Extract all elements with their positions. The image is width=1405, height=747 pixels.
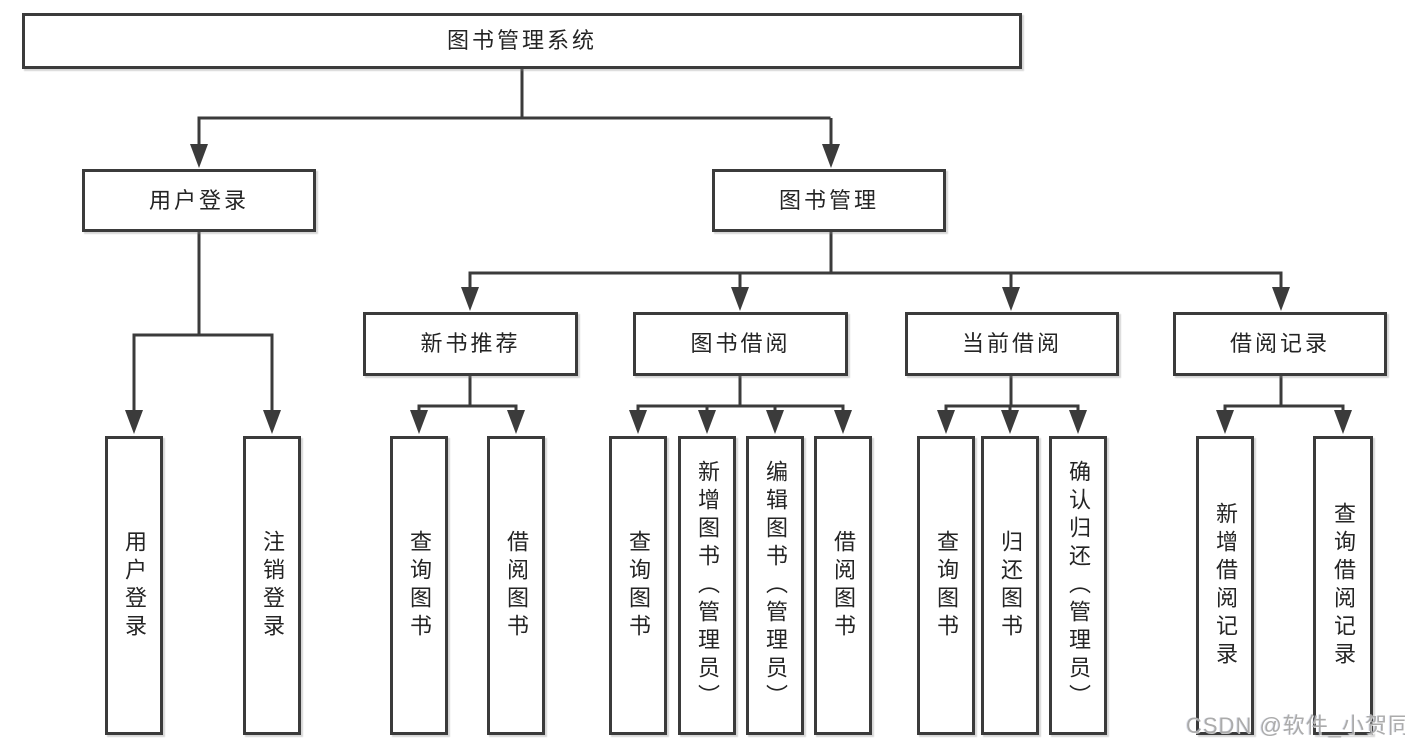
node-book-management-label: 图书管理 <box>778 187 879 213</box>
node-user-login: 用户登录 <box>82 169 316 232</box>
leaf-return-book: 归还图书 <box>981 436 1039 735</box>
leaf-add-borrow-record: 新增借阅记录 <box>1196 436 1254 735</box>
leaf-borrow-books-borrowing-label: 借阅图书 <box>831 529 856 642</box>
node-book-borrowing: 图书借阅 <box>633 312 848 376</box>
node-borrowing-records: 借阅记录 <box>1173 312 1387 376</box>
leaf-logout: 注销登录 <box>243 436 301 735</box>
leaf-borrow-books-recommend: 借阅图书 <box>487 436 545 735</box>
leaf-query-books-recommend: 查询图书 <box>390 436 448 735</box>
node-new-book-recommend-label: 新书推荐 <box>420 331 521 356</box>
leaf-add-book-admin: 新增图书（管理员） <box>678 436 736 735</box>
leaf-query-books-current-label: 查询图书 <box>934 529 959 642</box>
leaf-edit-book-admin-label: 编辑图书（管理员） <box>763 459 788 712</box>
leaf-query-books-borrowing-label: 查询图书 <box>626 529 651 642</box>
node-current-borrowing-label: 当前借阅 <box>961 331 1062 356</box>
arrowheads <box>125 144 1352 434</box>
leaf-add-book-admin-label: 新增图书（管理员） <box>695 459 720 712</box>
node-new-book-recommend: 新书推荐 <box>363 312 578 376</box>
node-library-management-system: 图书管理系统 <box>22 13 1022 69</box>
leaf-query-books-current: 查询图书 <box>917 436 975 735</box>
leaf-borrow-books-recommend-label: 借阅图书 <box>504 529 529 642</box>
leaf-borrow-books-borrowing: 借阅图书 <box>814 436 872 735</box>
leaf-user-login-label: 用户登录 <box>122 529 147 642</box>
leaf-query-borrow-record: 查询借阅记录 <box>1313 436 1373 735</box>
node-user-login-label: 用户登录 <box>148 187 249 213</box>
node-borrowing-records-label: 借阅记录 <box>1229 331 1330 356</box>
node-library-management-system-label: 图书管理系统 <box>446 28 597 53</box>
leaf-query-books-borrowing: 查询图书 <box>609 436 667 735</box>
leaf-confirm-return-admin: 确认归还（管理员） <box>1049 436 1107 735</box>
leaf-query-books-recommend-label: 查询图书 <box>407 529 432 642</box>
leaf-query-borrow-record-label: 查询借阅记录 <box>1331 501 1356 670</box>
leaf-edit-book-admin: 编辑图书（管理员） <box>746 436 804 735</box>
csdn-watermark: CSDN @软件_小贺同学 <box>1186 713 1405 738</box>
node-book-borrowing-label: 图书借阅 <box>690 331 791 356</box>
node-book-management: 图书管理 <box>712 169 946 232</box>
leaf-confirm-return-admin-label: 确认归还（管理员） <box>1066 459 1091 712</box>
leaf-return-book-label: 归还图书 <box>998 529 1023 642</box>
leaf-user-login: 用户登录 <box>105 436 163 735</box>
node-current-borrowing: 当前借阅 <box>905 312 1119 376</box>
leaf-add-borrow-record-label: 新增借阅记录 <box>1213 501 1238 670</box>
leaf-logout-label: 注销登录 <box>260 529 285 642</box>
